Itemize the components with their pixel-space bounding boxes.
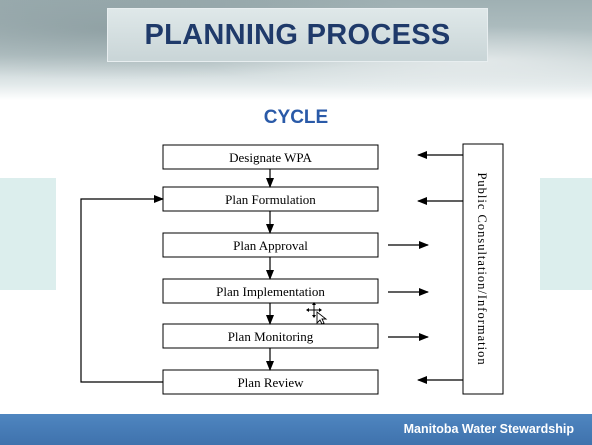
step-label-plan-review: Plan Review — [237, 375, 304, 390]
move-cursor-icon — [306, 302, 328, 325]
step-label-designate-wpa: Designate WPA — [229, 150, 312, 165]
step-label-plan-approval: Plan Approval — [233, 238, 308, 253]
step-box-plan-monitoring — [162, 323, 379, 349]
diagram-panel — [56, 129, 540, 414]
footer-text: Manitoba Water Stewardship — [403, 422, 574, 436]
title-box: PLANNING PROCESS — [107, 8, 488, 62]
step-box-plan-review — [162, 369, 379, 395]
subtitle: CYCLE — [263, 107, 329, 128]
public-consultation-label: Public Consultation/Information — [475, 172, 489, 365]
step-label-plan-implementation: Plan Implementation — [216, 284, 325, 299]
step-label-plan-monitoring: Plan Monitoring — [228, 329, 314, 344]
page-title: PLANNING PROCESS — [144, 18, 451, 51]
public-consultation-box — [462, 143, 504, 395]
step-box-designate-wpa — [162, 144, 379, 170]
step-box-plan-implementation — [162, 278, 379, 304]
footer-bar: Manitoba Water Stewardship — [0, 414, 592, 445]
step-label-plan-formulation: Plan Formulation — [225, 192, 316, 207]
feedback-loop-arrow — [80, 195, 164, 383]
